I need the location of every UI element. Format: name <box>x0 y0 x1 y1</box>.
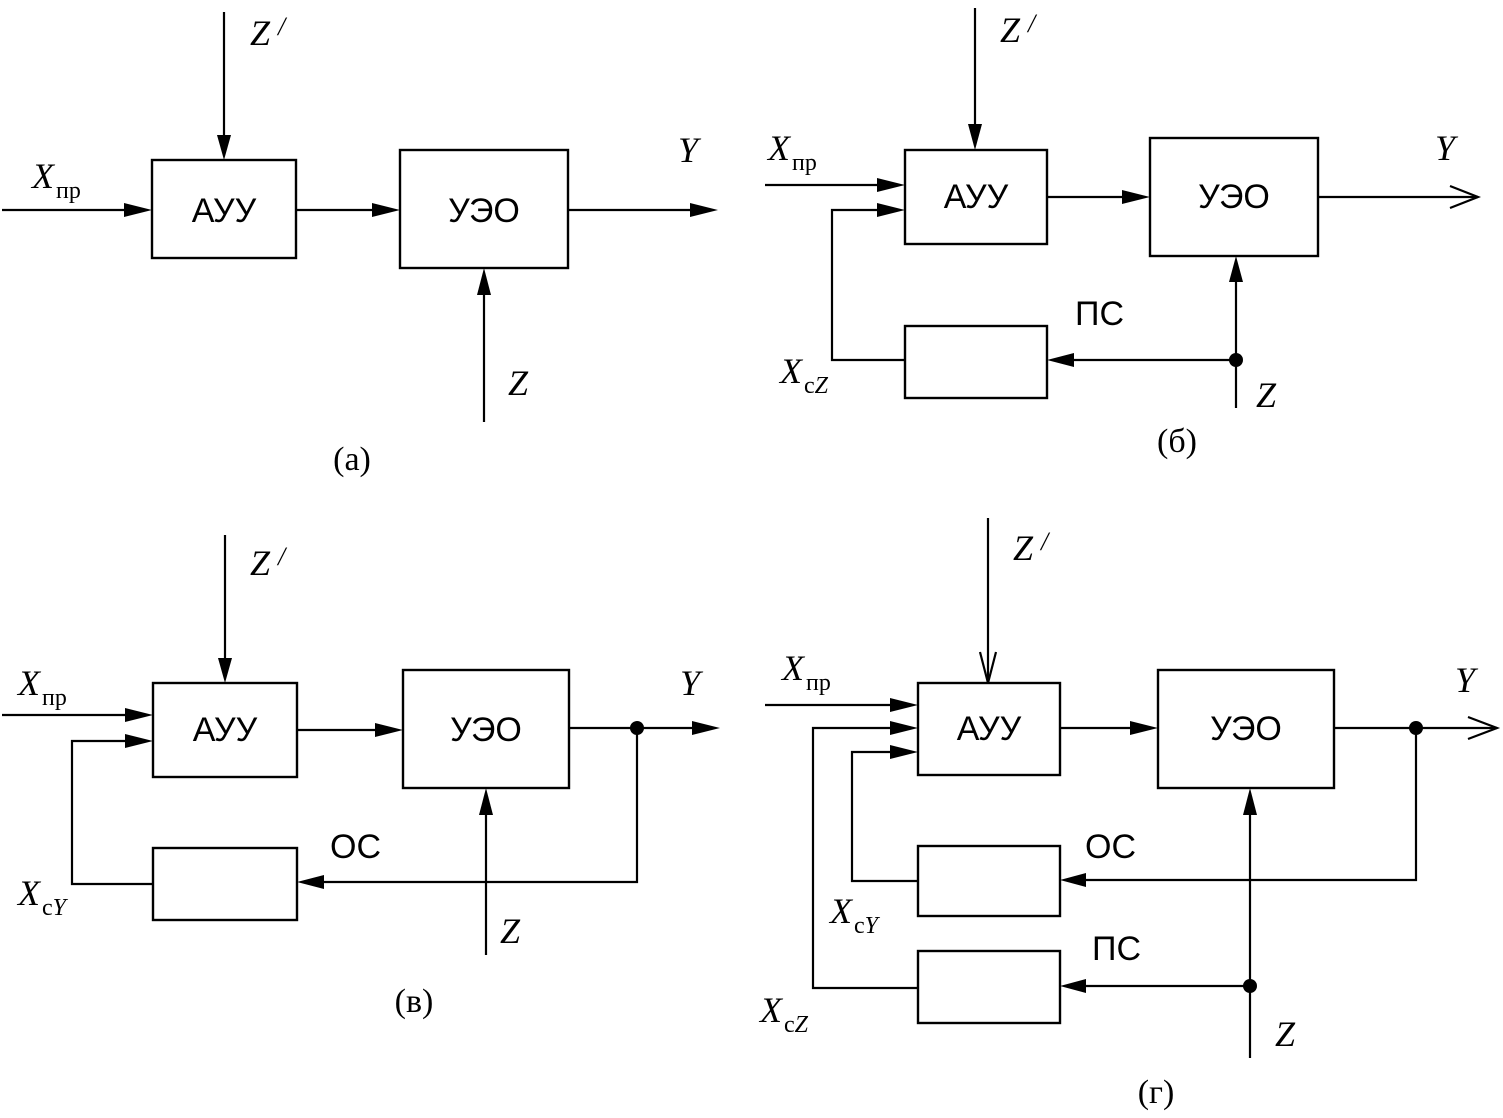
x-pr-label: Xпр <box>766 128 817 176</box>
ueo-label: УЭО <box>1198 178 1270 216</box>
panel-g: Z/ Xпр АУУ УЭО Y ОС Z ПС XсY <box>758 518 1501 1111</box>
arrowhead-right <box>890 721 918 735</box>
z-label: Z <box>1256 375 1277 415</box>
panel-caption: (а) <box>333 441 371 478</box>
arrowhead-right <box>1122 190 1150 204</box>
arrowhead-left <box>1047 353 1074 367</box>
ueo-label: УЭО <box>1210 710 1282 748</box>
arrowhead-left <box>1060 873 1086 887</box>
os-block <box>151 846 299 922</box>
arrowhead-up <box>1243 788 1257 815</box>
os-feed-line <box>312 728 639 884</box>
arrowhead-open-right <box>1467 715 1501 741</box>
arrowhead-right <box>125 734 153 748</box>
auu-label: АУУ <box>193 711 258 749</box>
os-label: ОС <box>330 828 381 866</box>
ps-label: ПС <box>1092 930 1141 968</box>
arrowhead-right <box>1130 721 1158 735</box>
arrowhead-right <box>375 723 403 737</box>
arrowhead-up <box>479 788 493 815</box>
ps-block <box>903 324 1049 400</box>
x-pr-label: Xпр <box>16 663 67 711</box>
panel-caption: (б) <box>1157 423 1197 460</box>
panel-v: Z/ Xпр АУУ УЭО Y ОС Z XсY (в) <box>2 535 720 1020</box>
arrowhead-right <box>877 178 905 192</box>
arrowhead-left <box>297 875 324 889</box>
y-label: Y <box>1455 660 1479 700</box>
z-label: Z <box>508 363 529 403</box>
arrowhead-down <box>217 135 231 160</box>
xcy-feedback-line <box>850 750 918 883</box>
os-feed-line <box>1074 728 1418 882</box>
panel-a: Z/ Xпр АУУ УЭО Y Z (а) <box>2 12 718 478</box>
ps-label: ПС <box>1075 295 1124 333</box>
arrowhead-down <box>968 124 982 150</box>
ps-block <box>916 949 1062 1025</box>
z-prime-label: Z/ <box>250 542 288 583</box>
arrowhead-down <box>218 658 232 683</box>
arrowhead-right <box>124 203 152 217</box>
ueo-label: УЭО <box>448 192 520 230</box>
z-prime-label: Z/ <box>1013 527 1051 568</box>
panel-b: Z/ Xпр АУУ УЭО Y Z ПС XсZ (б) <box>765 8 1482 460</box>
arrowhead-right <box>690 203 718 217</box>
panel-caption: (г) <box>1138 1074 1175 1111</box>
arrowhead-right <box>890 698 918 712</box>
xcz-feedback-line <box>811 726 918 990</box>
y-label: Y <box>680 663 704 703</box>
xcz-label: XсZ <box>758 990 809 1038</box>
arrowhead-right <box>372 203 400 217</box>
y-label: Y <box>678 130 702 170</box>
x-pr-label: Xпр <box>30 156 81 204</box>
xcy-label: XсY <box>828 891 881 939</box>
os-block <box>916 844 1062 918</box>
panel-caption: (в) <box>395 983 434 1020</box>
os-label: ОС <box>1085 828 1136 866</box>
arrowhead-up <box>1229 256 1243 282</box>
x-pr-label: Xпр <box>780 648 831 696</box>
arrowhead-left <box>1060 979 1086 993</box>
ueo-label: УЭО <box>450 711 522 749</box>
arrowhead-open-right <box>1449 184 1482 210</box>
auu-label: АУУ <box>944 178 1009 216</box>
y-label: Y <box>1435 128 1459 168</box>
arrowhead-right <box>692 721 720 735</box>
arrowhead-right <box>125 708 153 722</box>
xcy-label: XсY <box>16 873 69 921</box>
auu-label: АУУ <box>192 192 257 230</box>
arrowhead-up <box>477 268 491 295</box>
z-prime-label: Z/ <box>1000 9 1038 50</box>
z-label: Z <box>500 911 521 951</box>
z-prime-label: Z/ <box>250 12 288 53</box>
xcz-feedback-line <box>830 208 905 362</box>
xcz-label: XсZ <box>778 351 829 399</box>
z-label: Z <box>1275 1014 1296 1054</box>
arrowhead-right <box>890 745 918 759</box>
auu-label: АУУ <box>957 710 1022 748</box>
arrowhead-right <box>877 203 905 217</box>
xcy-feedback-line <box>70 739 153 886</box>
